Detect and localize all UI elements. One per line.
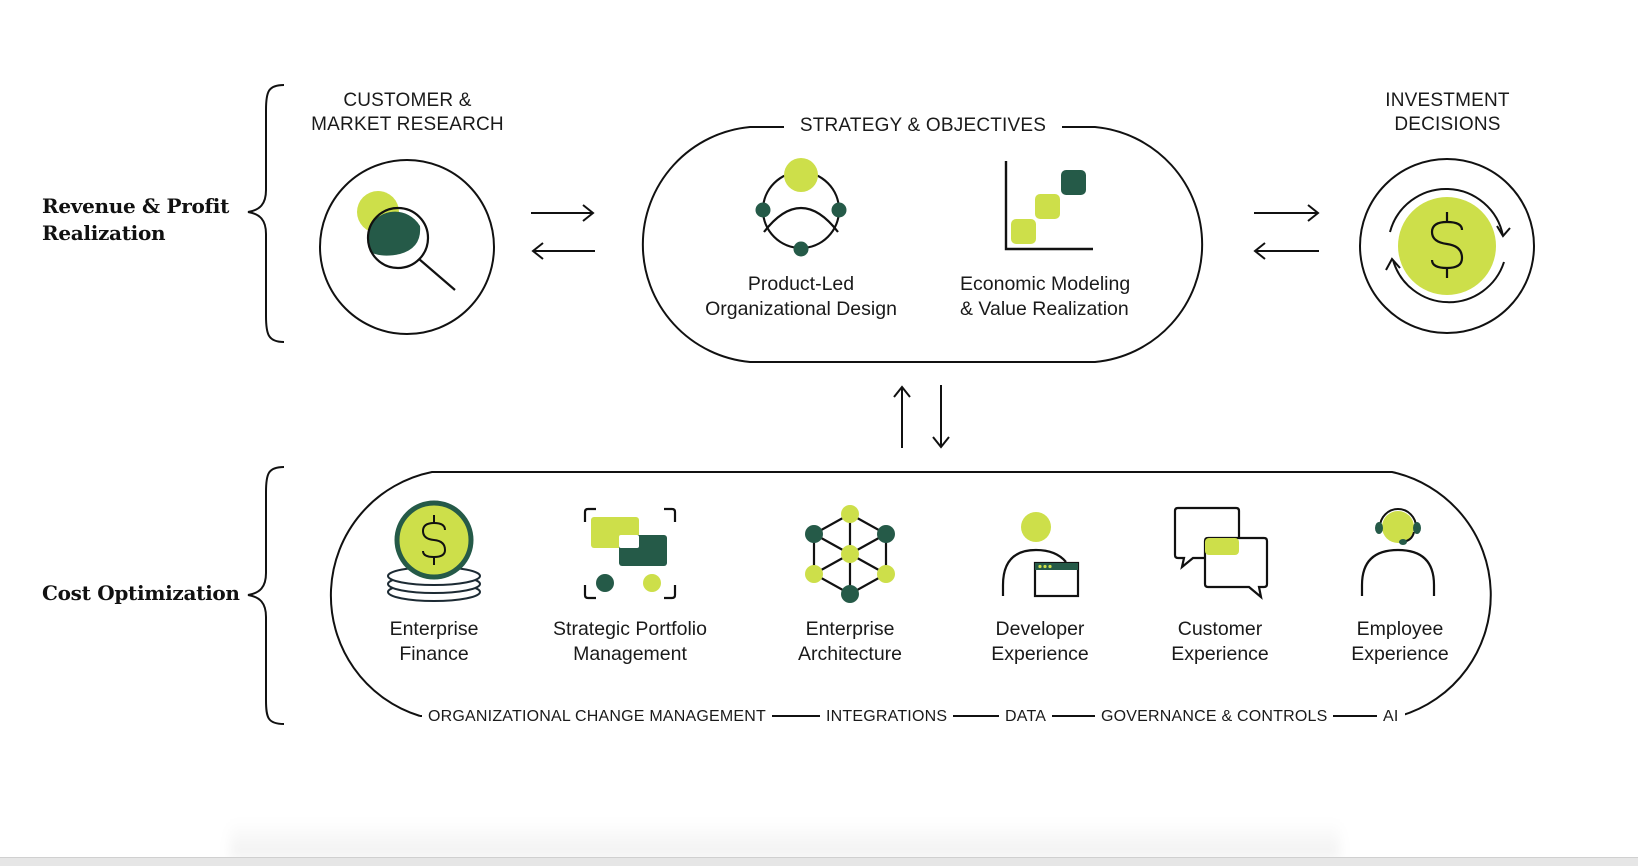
bottom-item-strategic-portfolio: Strategic Portfolio Management — [530, 617, 730, 667]
footer-data: DATA — [999, 707, 1053, 727]
org-network-icon — [755, 158, 847, 257]
brace-bottom — [247, 466, 285, 725]
enterprise-finance-line-2: Finance — [399, 643, 469, 665]
revenue-label-line-1: Revenue & Profit — [42, 194, 230, 218]
strategy-item-product-led: Product-Led Organizational Design — [676, 272, 926, 322]
revenue-label-line-2: Realization — [42, 221, 166, 245]
customer-research-node — [319, 159, 495, 335]
magnifier-icon — [357, 191, 456, 291]
operations-pill — [329, 471, 1492, 717]
arrows-research-strategy — [531, 204, 595, 260]
strategy-pill — [641, 126, 1204, 363]
developer-window-icon — [1001, 512, 1080, 598]
headset-person-icon — [1360, 508, 1436, 596]
employee-experience-line-2: Experience — [1351, 643, 1449, 665]
enterprise-architecture-line-1: Enterprise — [805, 618, 895, 640]
customer-experience-line-1: Customer — [1177, 618, 1263, 640]
chat-bubbles-icon — [1173, 506, 1269, 600]
developer-experience-line-1: Developer — [995, 618, 1085, 640]
customer-research-title-line-2: MARKET RESEARCH — [311, 114, 504, 135]
investment-title: INVESTMENT DECISIONS — [1340, 89, 1555, 137]
employee-experience-line-1: Employee — [1356, 618, 1444, 640]
developer-experience-line-2: Experience — [991, 643, 1089, 665]
economic-modeling-line-2: & Value Realization — [960, 298, 1129, 320]
strategy-item-economic-modeling: Economic Modeling & Value Realization — [928, 272, 1178, 322]
strategy-title: STRATEGY & OBJECTIVES — [790, 114, 1056, 138]
enterprise-architecture-line-2: Architecture — [797, 643, 903, 665]
bottom-item-customer-experience: Customer Experience — [1140, 617, 1300, 667]
bottom-item-enterprise-finance: Enterprise Finance — [354, 617, 514, 667]
investment-title-line-2: DECISIONS — [1394, 114, 1501, 135]
investment-title-line-1: INVESTMENT — [1385, 90, 1510, 111]
product-led-line-1: Product-Led — [747, 273, 855, 295]
customer-research-title-line-1: CUSTOMER & — [343, 90, 472, 111]
footer-ai: AI — [1377, 707, 1405, 727]
cost-optimization-label: Cost Optimization — [42, 581, 240, 605]
coin-stack-icon — [387, 500, 481, 602]
revenue-profit-label: Revenue & Profit Realization — [42, 193, 229, 247]
investment-node — [1359, 158, 1535, 334]
strategic-portfolio-line-2: Management — [573, 643, 687, 665]
page-shadow — [230, 820, 1340, 858]
footer-ocm: ORGANIZATIONAL CHANGE MANAGEMENT — [422, 707, 772, 727]
page-bottom-edge — [0, 857, 1638, 866]
arrows-strategy-investment — [1253, 204, 1320, 260]
customer-research-title: CUSTOMER & MARKET RESEARCH — [290, 89, 525, 137]
enterprise-finance-line-1: Enterprise — [389, 618, 479, 640]
capabilities-footer: ORGANIZATIONAL CHANGE MANAGEMENT INTEGRA… — [0, 707, 1638, 727]
dollar-cycle-icon — [1385, 187, 1511, 304]
bottom-item-enterprise-architecture: Enterprise Architecture — [765, 617, 935, 667]
arrows-strategy-operations — [893, 385, 950, 449]
portfolio-frame-icon — [583, 507, 677, 600]
footer-integrations: INTEGRATIONS — [820, 707, 954, 727]
step-chart-icon — [1004, 161, 1093, 251]
hex-network-icon — [805, 505, 895, 603]
economic-modeling-line-1: Economic Modeling — [960, 273, 1131, 295]
brace-top — [247, 84, 285, 343]
footer-governance: GOVERNANCE & CONTROLS — [1095, 707, 1334, 727]
product-led-line-2: Organizational Design — [705, 298, 897, 320]
bottom-item-developer-experience: Developer Experience — [960, 617, 1120, 667]
bottom-item-employee-experience: Employee Experience — [1320, 617, 1480, 667]
customer-experience-line-2: Experience — [1171, 643, 1269, 665]
strategic-portfolio-line-1: Strategic Portfolio — [553, 618, 707, 640]
